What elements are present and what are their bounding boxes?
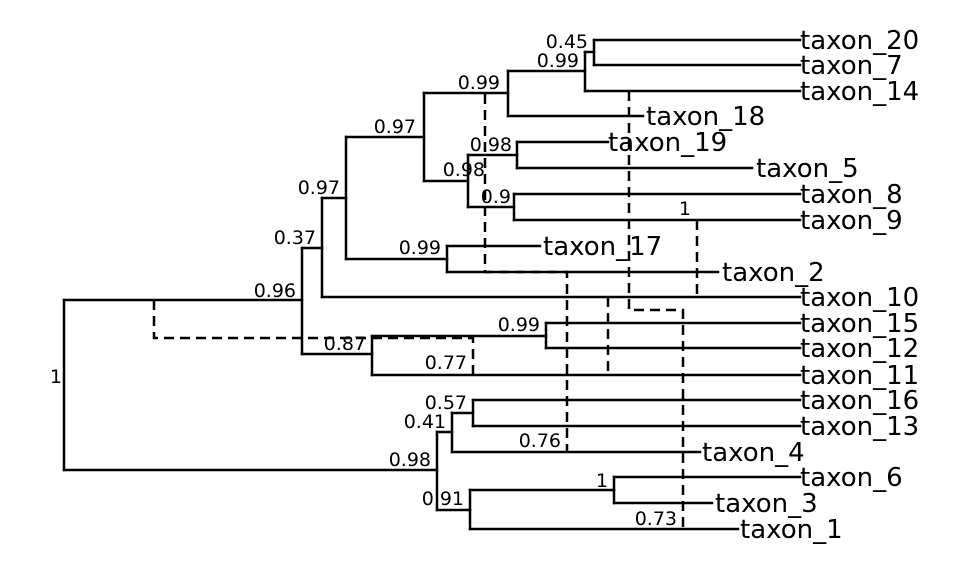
tip-label: taxon_20 (800, 26, 919, 56)
support-label: 0.45 (546, 31, 588, 53)
support-label: 0.91 (422, 488, 464, 510)
tip-label: taxon_14 (800, 77, 919, 107)
support-label: 1 (679, 198, 691, 220)
support-label: 0.77 (425, 352, 467, 374)
tip-label: taxon_1 (740, 515, 843, 545)
tip-label: taxon_7 (800, 51, 903, 81)
support-label: 0.73 (635, 508, 677, 530)
support-label: 0.99 (498, 314, 540, 336)
support-label: 0.96 (254, 280, 296, 302)
support-label: 0.99 (399, 237, 441, 259)
support-label: 0.97 (374, 116, 416, 138)
tip-label: taxon_9 (800, 206, 903, 236)
tip-label: taxon_11 (800, 361, 919, 391)
support-label: 1 (596, 470, 608, 492)
tip-label: taxon_12 (800, 334, 919, 364)
tip-label: taxon_5 (756, 154, 859, 184)
support-label: 0.57 (425, 392, 467, 414)
support-label: 0.99 (537, 50, 579, 72)
tip-label: taxon_3 (715, 489, 818, 519)
tip-label: taxon_6 (800, 463, 903, 493)
support-label: 0.9 (481, 186, 511, 208)
support-label: 0.98 (389, 449, 431, 471)
tip-label: taxon_4 (702, 438, 805, 468)
support-label: 0.99 (458, 72, 500, 94)
tip-label: taxon_18 (646, 102, 765, 132)
support-label: 0.98 (443, 159, 485, 181)
tip-label: taxon_8 (800, 180, 903, 210)
support-label: 0.41 (404, 411, 446, 433)
tip-label: taxon_13 (800, 412, 919, 442)
tip-label: taxon_17 (543, 232, 662, 262)
tip-labels: taxon_20 taxon_7 taxon_14 taxon_18 taxon… (543, 26, 919, 545)
support-label: 0.97 (298, 177, 340, 199)
reticulation-edges (152, 91, 699, 529)
tip-label: taxon_2 (722, 258, 825, 288)
support-label: 1 (50, 366, 62, 388)
support-label: 0.37 (274, 227, 316, 249)
support-label: 0.98 (470, 134, 512, 156)
tip-label: taxon_19 (608, 128, 727, 158)
support-label: 0.87 (324, 333, 366, 355)
tip-label: taxon_16 (800, 386, 919, 416)
support-label: 0.76 (519, 430, 561, 452)
tree-edges (62, 38, 802, 531)
support-values: 1 0.96 0.37 0.97 0.97 0.99 0.99 0.45 0.9… (50, 31, 691, 530)
tip-label: taxon_15 (800, 309, 919, 339)
tip-label: taxon_10 (800, 283, 919, 313)
